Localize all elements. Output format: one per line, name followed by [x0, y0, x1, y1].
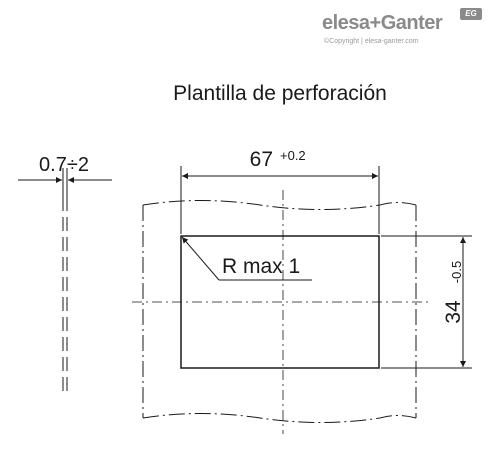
page-title: Plantilla de perforación — [173, 82, 387, 105]
height-dimension: 34 -0.5 — [381, 235, 472, 369]
width-tolerance: +0.2 — [280, 148, 306, 163]
cutout-rectangle — [180, 235, 380, 369]
centerlines — [132, 190, 428, 434]
brand-name: elesa+Ganter — [322, 12, 443, 34]
brand-logo: elesa+Ganter EG ©Copyright | elesa-gante… — [318, 8, 486, 48]
radius-callout: R max 1 — [181, 236, 312, 281]
brand-copyright: ©Copyright | elesa-ganter.com — [324, 38, 419, 45]
height-value: 34 — [442, 300, 465, 324]
width-value: 67 — [250, 148, 273, 171]
thickness-section: 0.7÷2 — [18, 154, 112, 392]
height-tolerance: -0.5 — [449, 261, 464, 283]
width-dimension: 67 +0.2 — [180, 148, 380, 234]
radius-label: R max 1 — [222, 255, 300, 278]
brand-badge: EG — [460, 8, 482, 20]
thickness-label: 0.7÷2 — [39, 154, 89, 176]
panel-outline — [142, 200, 417, 423]
